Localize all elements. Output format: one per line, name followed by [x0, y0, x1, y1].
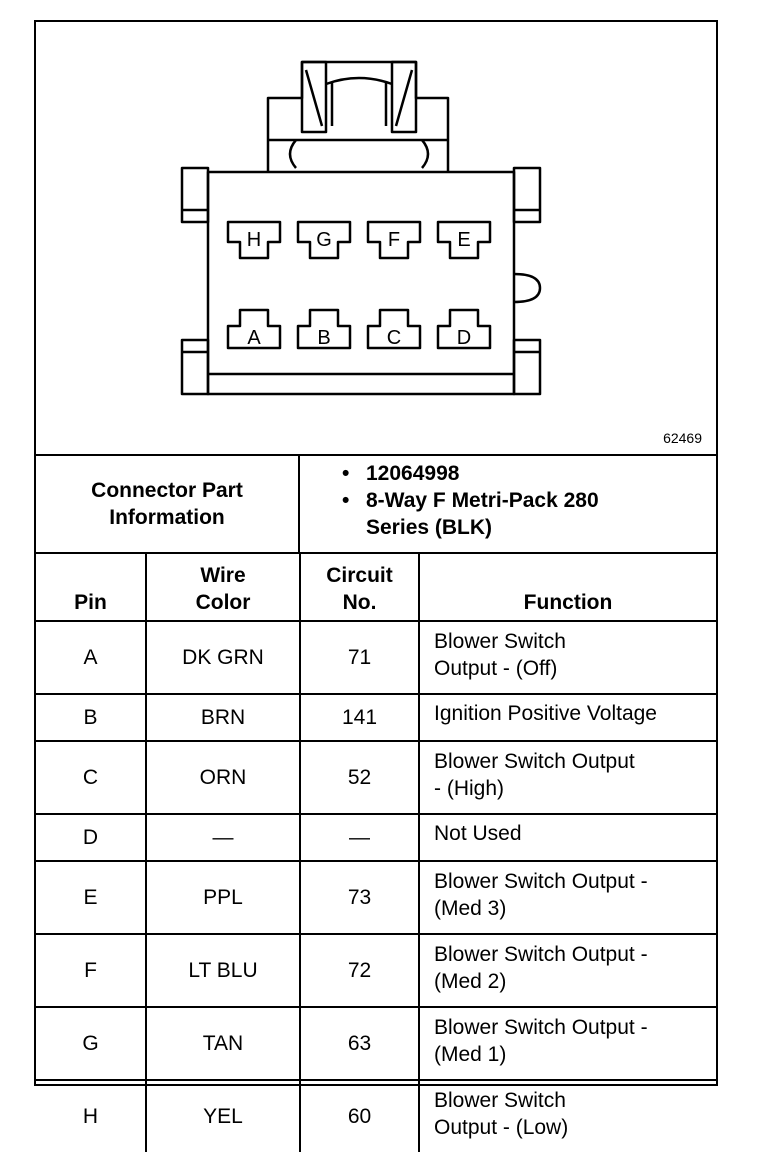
cavity-f: [366, 220, 422, 260]
cavity-label-c: C: [387, 327, 401, 349]
table-row: C ORN 52 Blower Switch Output - (High): [36, 740, 716, 815]
function-cell: Ignition Positive Voltage: [418, 693, 716, 742]
connector-info-list: 12064998 8-Way F Metri-Pack 280 Series (…: [300, 456, 716, 556]
cavity-label-e: E: [457, 229, 470, 251]
circuit-cell: 141: [299, 693, 420, 742]
pinout-header-row: Pin Wire Color Circuit No. Function: [36, 554, 716, 622]
left-lock-tab-bottom: [180, 338, 210, 396]
latch-housing: [266, 60, 450, 172]
left-lock-tab-top: [180, 166, 210, 224]
cavity-a: [226, 308, 282, 350]
table-row: B BRN 141 Ignition Positive Voltage: [36, 693, 716, 742]
right-lock-tab-bottom: [512, 338, 542, 396]
function-cell: Blower Switch Output - (Med 2): [418, 933, 716, 1008]
pin-cell: B: [36, 693, 147, 742]
table-row: H YEL 60 Blower Switch Output - (Low): [36, 1079, 716, 1152]
cavities-top-row: [226, 220, 492, 260]
pin-cell: E: [36, 860, 147, 935]
cavity-label-a: A: [247, 327, 261, 349]
connector-part-number: 12064998: [300, 460, 716, 487]
figure-number: 62469: [663, 430, 702, 446]
cavity-label-d: D: [457, 327, 471, 349]
header-function: Function: [418, 554, 716, 622]
pin-cell: F: [36, 933, 147, 1008]
table-row: G TAN 63 Blower Switch Output - (Med 1): [36, 1006, 716, 1081]
cavity-h: [226, 220, 282, 260]
circuit-cell: 63: [299, 1006, 420, 1081]
function-cell: Blower Switch Output - (Med 3): [418, 860, 716, 935]
table-row: F LT BLU 72 Blower Switch Output - (Med …: [36, 933, 716, 1008]
cavity-label-g: G: [316, 229, 332, 251]
function-cell: Blower Switch Output - (Off): [418, 620, 716, 695]
pin-cell: C: [36, 740, 147, 815]
connector-info-label-text: Connector Part Information: [91, 479, 243, 529]
cavity-b: [296, 308, 352, 350]
cavity-d: [436, 308, 492, 350]
latch-lever: [300, 60, 328, 134]
wire-color-cell: TAN: [145, 1006, 301, 1081]
cavity-g: [296, 220, 352, 260]
cavity-label-b: B: [317, 327, 330, 349]
circuit-cell: 52: [299, 740, 420, 815]
connector-info-label: Connector Part Information: [36, 456, 300, 552]
pin-cell: H: [36, 1079, 147, 1152]
cavity-label-h: H: [247, 229, 261, 251]
wire-color-cell: BRN: [145, 693, 301, 742]
connector-description: 8-Way F Metri-Pack 280 Series (BLK): [300, 487, 626, 541]
pinout-table: Pin Wire Color Circuit No. Function A DK…: [36, 554, 716, 1152]
polarizing-key: [513, 272, 542, 304]
header-pin: Pin: [36, 554, 147, 622]
cavities-bottom-row: [226, 308, 492, 350]
pin-cell: G: [36, 1006, 147, 1081]
circuit-cell: 73: [299, 860, 420, 935]
connector-diagram: H G F E A B C D 62469: [36, 22, 716, 454]
header-wire-color: Wire Color: [145, 554, 301, 622]
circuit-cell: 71: [299, 620, 420, 695]
wire-color-cell: DK GRN: [145, 620, 301, 695]
cavity-label-f: F: [388, 229, 400, 251]
function-cell: Blower Switch Output - (Low): [418, 1079, 716, 1152]
cavity-c: [366, 308, 422, 350]
circuit-cell: —: [299, 813, 420, 862]
connector-body: [206, 170, 516, 396]
table-row: A DK GRN 71 Blower Switch Output - (Off): [36, 620, 716, 695]
circuit-cell: 60: [299, 1079, 420, 1152]
circuit-cell: 72: [299, 933, 420, 1008]
right-lock-tab-top: [512, 166, 542, 224]
function-cell: Blower Switch Output - (Med 1): [418, 1006, 716, 1081]
cavity-e: [436, 220, 492, 260]
wire-color-cell: —: [145, 813, 301, 862]
wire-color-cell: PPL: [145, 860, 301, 935]
table-row: D — — Not Used: [36, 813, 716, 862]
header-circuit-no: Circuit No.: [299, 554, 420, 622]
table-row: E PPL 73 Blower Switch Output - (Med 3): [36, 860, 716, 935]
connector-part-info: Connector Part Information 12064998 8-Wa…: [36, 454, 716, 554]
pin-cell: D: [36, 813, 147, 862]
function-cell: Blower Switch Output - (High): [418, 740, 716, 815]
wire-color-cell: LT BLU: [145, 933, 301, 1008]
function-cell: Not Used: [418, 813, 716, 862]
pin-cell: A: [36, 620, 147, 695]
connector-end-view-frame: H G F E A B C D 62469 Connector Part Inf…: [34, 20, 718, 1152]
wire-color-cell: YEL: [145, 1079, 301, 1152]
connector-drawing: H G F E A B C D: [180, 60, 542, 396]
wire-color-cell: ORN: [145, 740, 301, 815]
